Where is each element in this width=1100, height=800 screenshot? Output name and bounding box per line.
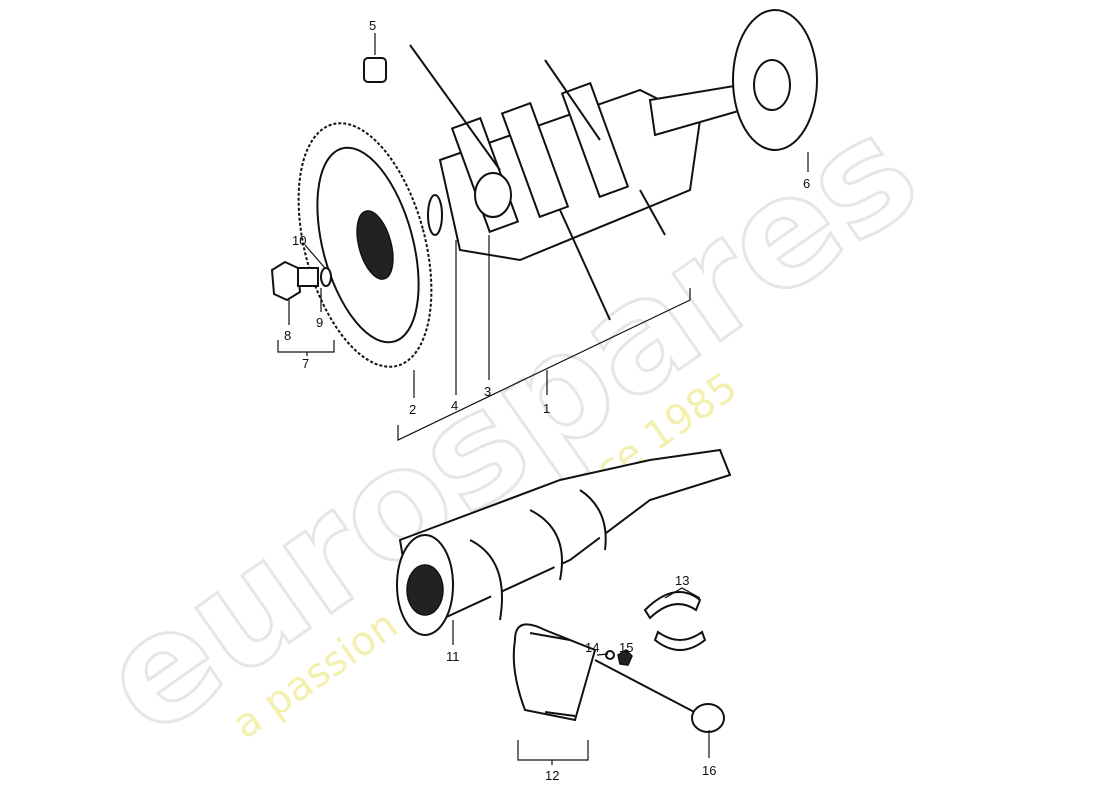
callout-7: 7 [302, 356, 309, 371]
flywheel-bolt [270, 260, 332, 302]
callout-3: 3 [484, 384, 491, 399]
pulley [732, 9, 818, 151]
leader-lines [277, 33, 809, 765]
callout-labels: 5 6 10 8 9 7 2 4 3 1 11 13 14 15 12 16 [284, 18, 810, 783]
connecting-rod [512, 623, 725, 733]
callout-15: 15 [619, 640, 633, 655]
callout-5: 5 [369, 18, 376, 33]
bearing-shells [643, 591, 707, 651]
callout-8: 8 [284, 328, 291, 343]
callout-2: 2 [409, 402, 416, 417]
callout-1: 1 [543, 401, 550, 416]
callout-11: 11 [446, 649, 460, 664]
callout-6: 6 [803, 176, 810, 191]
callout-4: 4 [451, 398, 458, 413]
callout-14: 14 [585, 640, 599, 655]
callout-12: 12 [545, 768, 559, 783]
callout-16: 16 [702, 763, 716, 778]
callout-10: 10 [292, 233, 306, 248]
crankshaft-assembly [409, 44, 744, 321]
flywheel [297, 122, 433, 368]
sleeve [363, 57, 387, 83]
crankshaft [396, 448, 732, 636]
callout-13: 13 [675, 573, 689, 588]
callout-9: 9 [316, 315, 323, 330]
